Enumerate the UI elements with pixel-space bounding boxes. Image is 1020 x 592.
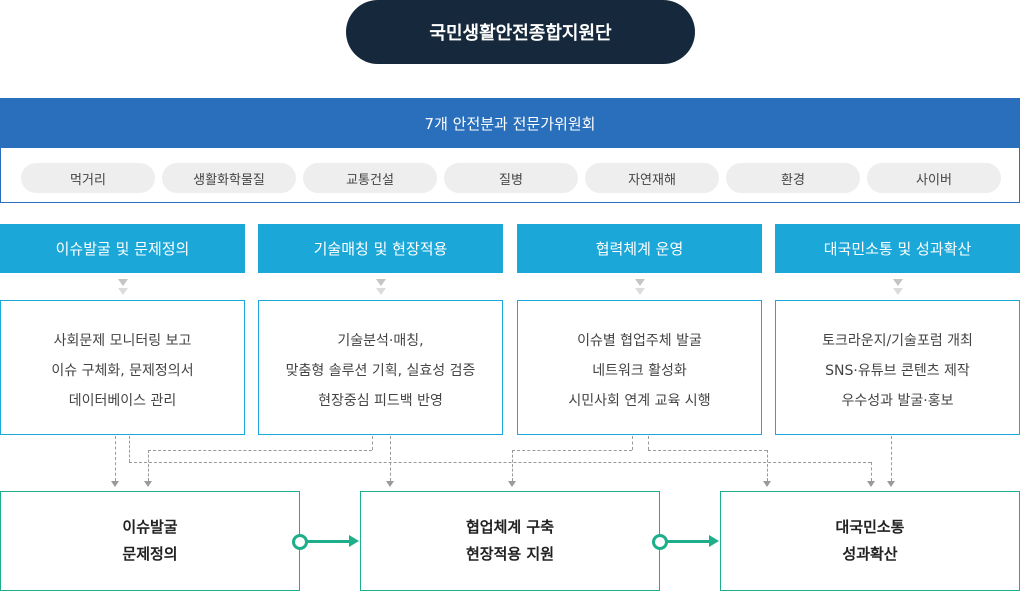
down-arrow-icon <box>376 288 386 295</box>
down-arrow-icon <box>635 279 645 286</box>
stage-header-issue: 이슈발굴 및 문제정의 <box>0 224 245 273</box>
stage-box-tech: 기술분석·매칭, 맞춤형 솔루션 기획, 실효성 검증 현장중심 피드백 반영 <box>258 300 503 435</box>
title-banner: 국민생활안전종합지원단 <box>346 0 695 64</box>
result-box-communication: 대국민소통 성과확산 <box>720 491 1020 591</box>
result-line: 협업체계 구축 <box>465 518 555 536</box>
stage-box-issue: 사회문제 모니터링 보고 이슈 구체화, 문제정의서 데이터베이스 관리 <box>0 300 245 435</box>
stage-item: 데이터베이스 관리 <box>68 393 177 409</box>
down-arrow-icon <box>376 279 386 286</box>
down-arrow-icon <box>893 279 903 286</box>
title-text: 국민생활안전종합지원단 <box>429 23 612 44</box>
stage-item: 사회문제 모니터링 보고 <box>53 333 192 349</box>
stage-box-cooperation: 이슈별 협업주체 발굴 네트워크 활성화 시민사회 연계 교육 시행 <box>517 300 762 435</box>
result-box-issue: 이슈발굴 문제정의 <box>0 491 300 591</box>
stage-item: 현장중심 피드백 반영 <box>318 393 443 409</box>
down-arrow-icon <box>635 288 645 295</box>
field-transport: 교통건설 <box>303 163 437 193</box>
result-box-cooperation: 협업체계 구축 현장적용 지원 <box>360 491 660 591</box>
down-arrow-icon <box>118 288 128 295</box>
committee-panel: 7개 안전분과 전문가위원회 먹거리 생활화학물질 교통건설 질병 자연재해 환… <box>0 98 1020 203</box>
flow-arrow-icon <box>652 534 720 550</box>
result-line: 이슈발굴 <box>122 518 178 536</box>
field-food: 먹거리 <box>21 163 155 193</box>
stage-item: 네트워크 활성화 <box>592 363 687 379</box>
stage-item: 이슈 구체화, 문제정의서 <box>51 363 194 379</box>
result-line: 문제정의 <box>122 545 178 563</box>
flow-arrow-icon <box>292 534 360 550</box>
stage-header-tech: 기술매칭 및 현장적용 <box>258 224 503 273</box>
stage-item: 시민사회 연계 교육 시행 <box>568 393 711 409</box>
field-cyber: 사이버 <box>867 163 1001 193</box>
result-line: 대국민소통 <box>835 518 905 536</box>
stage-item: SNS·유튜브 콘텐츠 제작 <box>825 363 970 379</box>
field-disease: 질병 <box>444 163 578 193</box>
result-line: 성과확산 <box>842 545 898 563</box>
stage-item: 우수성과 발굴·홍보 <box>841 393 954 409</box>
stage-header-cooperation: 협력체계 운영 <box>517 224 762 273</box>
stage-item: 이슈별 협업주체 발굴 <box>577 333 702 349</box>
field-environment: 환경 <box>726 163 860 193</box>
stage-item: 기술분석·매칭, <box>337 333 424 349</box>
stage-item: 토크라운지/기술포럼 개최 <box>822 333 973 349</box>
stage-item: 맞춤형 솔루션 기획, 실효성 검증 <box>285 363 476 379</box>
down-arrow-icon <box>893 288 903 295</box>
committee-heading: 7개 안전분과 전문가위원회 <box>1 99 1019 148</box>
field-chemicals: 생활화학물질 <box>162 163 296 193</box>
field-disaster: 자연재해 <box>585 163 719 193</box>
result-line: 현장적용 지원 <box>465 545 555 563</box>
stage-box-communication: 토크라운지/기술포럼 개최 SNS·유튜브 콘텐츠 제작 우수성과 발굴·홍보 <box>775 300 1020 435</box>
down-arrow-icon <box>118 279 128 286</box>
stage-header-communication: 대국민소통 및 성과확산 <box>775 224 1020 273</box>
